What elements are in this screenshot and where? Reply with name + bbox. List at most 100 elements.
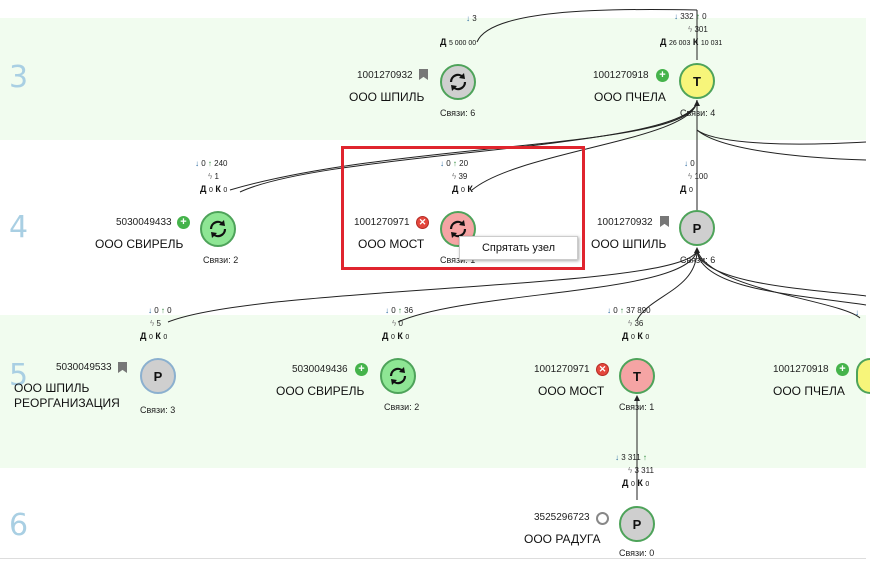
bookmark-icon[interactable]	[118, 362, 127, 373]
stat-value: 37 890	[626, 306, 651, 315]
arrow-up-icon	[634, 395, 640, 401]
debit-value: 26 003	[668, 40, 691, 47]
node-stats-z: ϟ 3 311	[628, 466, 654, 475]
edge	[696, 129, 867, 145]
stat-value: 0	[154, 306, 159, 315]
node-org-name: ООО МОСТ	[358, 237, 425, 251]
stat-value: 0	[167, 306, 172, 315]
credit-label: К	[155, 331, 161, 341]
node-stats-z: ϟ 1	[208, 172, 219, 181]
credit-value: 0	[163, 334, 168, 341]
down-arrow-icon: ↓	[195, 159, 199, 168]
level-number-5: 5	[9, 358, 29, 393]
node-circle[interactable]	[200, 211, 236, 247]
node-inn: 1001270932	[357, 70, 413, 81]
debit-label: Д	[140, 331, 147, 341]
node-links-count: Связи: 1	[440, 255, 476, 265]
node-circle[interactable]: Т	[619, 358, 655, 394]
debit-label: Д	[200, 184, 207, 194]
hide-node-menu-item[interactable]: Спрятать узел	[459, 236, 578, 260]
node-stats: ↓ 0 ↑ 0	[148, 306, 172, 315]
credit-label: К	[215, 184, 221, 194]
plus-icon[interactable]: +	[355, 363, 368, 376]
down-arrow-icon: ↓	[385, 306, 389, 315]
node-stats: ↓ 0 ↑ 240	[195, 159, 228, 168]
edge	[696, 249, 867, 306]
up-arrow-icon: ↑	[452, 159, 457, 168]
down-arrow-icon: ↓	[148, 306, 152, 315]
node-circle[interactable]	[856, 358, 870, 394]
bookmark-icon[interactable]	[660, 216, 669, 227]
node-inn: 5030049533	[56, 362, 112, 373]
debit-credit: Д 0 К 0	[382, 331, 409, 341]
debit-credit: Д 0	[680, 184, 693, 194]
stat-value: 100	[694, 172, 708, 181]
down-arrow-icon: ↓	[615, 453, 619, 462]
node-circle[interactable]	[440, 64, 476, 100]
node-circle[interactable]: Р	[619, 506, 655, 542]
stat-value: 3 311	[621, 453, 641, 462]
node-type-letter: Р	[632, 516, 642, 532]
arrow-up-icon	[694, 100, 700, 106]
node-type-letter: Т	[633, 368, 641, 384]
edge	[696, 249, 867, 297]
stat-value: 39	[458, 172, 468, 181]
node-circle[interactable]	[380, 358, 416, 394]
debit-label: Д	[660, 37, 667, 47]
x-icon[interactable]: ✕	[416, 216, 429, 229]
credit-value: 0	[223, 187, 228, 194]
circle-icon[interactable]	[596, 512, 609, 525]
stat-value: 0	[398, 319, 403, 328]
edge	[476, 8, 698, 43]
down-arrow-icon: ↓	[684, 159, 688, 168]
edge	[229, 99, 698, 191]
node-links-count: Связи: 6	[440, 108, 476, 118]
stat-value: 1	[214, 172, 219, 181]
plus-icon[interactable]: +	[836, 363, 849, 376]
up-arrow-icon: ↑	[619, 306, 624, 315]
node-links-count: Связи: 1	[619, 402, 655, 412]
edge	[636, 249, 698, 321]
bookmark-icon[interactable]	[419, 69, 428, 80]
level-number-4: 4	[9, 210, 29, 245]
node-type-letter: Р	[153, 368, 163, 384]
node-circle[interactable]: Р	[679, 210, 715, 246]
plus-icon[interactable]: +	[656, 69, 669, 82]
credit-label: К	[637, 331, 643, 341]
edge	[471, 99, 698, 191]
node-links-count: Связи: 2	[384, 402, 420, 412]
debit-value: 0	[208, 187, 213, 194]
level-number-6: 6	[9, 508, 29, 543]
level-band-3	[0, 18, 866, 140]
stat-value: 0	[201, 159, 206, 168]
node-org-name: ООО ПЧЕЛА	[594, 90, 666, 104]
node-type-letter: Т	[693, 73, 701, 89]
node-stats: ↓ 0	[684, 159, 695, 168]
node-inn: 1001270932	[597, 217, 653, 228]
node-links-count: Связи: 0	[619, 548, 655, 558]
node-stats: ↓ 0 ↑ 20	[440, 159, 468, 168]
credit-label: К	[637, 478, 643, 488]
node-links-count: Связи: 4	[680, 108, 716, 118]
reorganization-icon	[389, 367, 407, 385]
node-org-name: ООО МОСТ	[538, 384, 605, 398]
debit-label: Д	[622, 478, 629, 488]
debit-label: Д	[382, 331, 389, 341]
node-circle[interactable]: Т	[679, 63, 715, 99]
node-org-name: ООО СВИРЕЛЬ	[95, 237, 184, 251]
down-arrow-icon: ↓	[674, 12, 678, 21]
debit-credit: Д 0 К 0	[140, 331, 167, 341]
stat-value: 332	[680, 12, 694, 21]
node-inn: 1001270971	[534, 364, 590, 375]
node-circle[interactable]: Р	[140, 358, 176, 394]
node-stats: ↓ 0 ↑ 37 890	[607, 306, 651, 315]
x-icon[interactable]: ✕	[596, 363, 609, 376]
level-number-3: 3	[9, 60, 29, 95]
node-inn: 1001270918	[593, 70, 649, 81]
down-arrow-icon: ↓	[607, 306, 611, 315]
edge	[696, 249, 861, 319]
node-stats-z: ϟ 39	[452, 172, 468, 181]
stat-value: 20	[459, 159, 469, 168]
plus-icon[interactable]: +	[177, 216, 190, 229]
